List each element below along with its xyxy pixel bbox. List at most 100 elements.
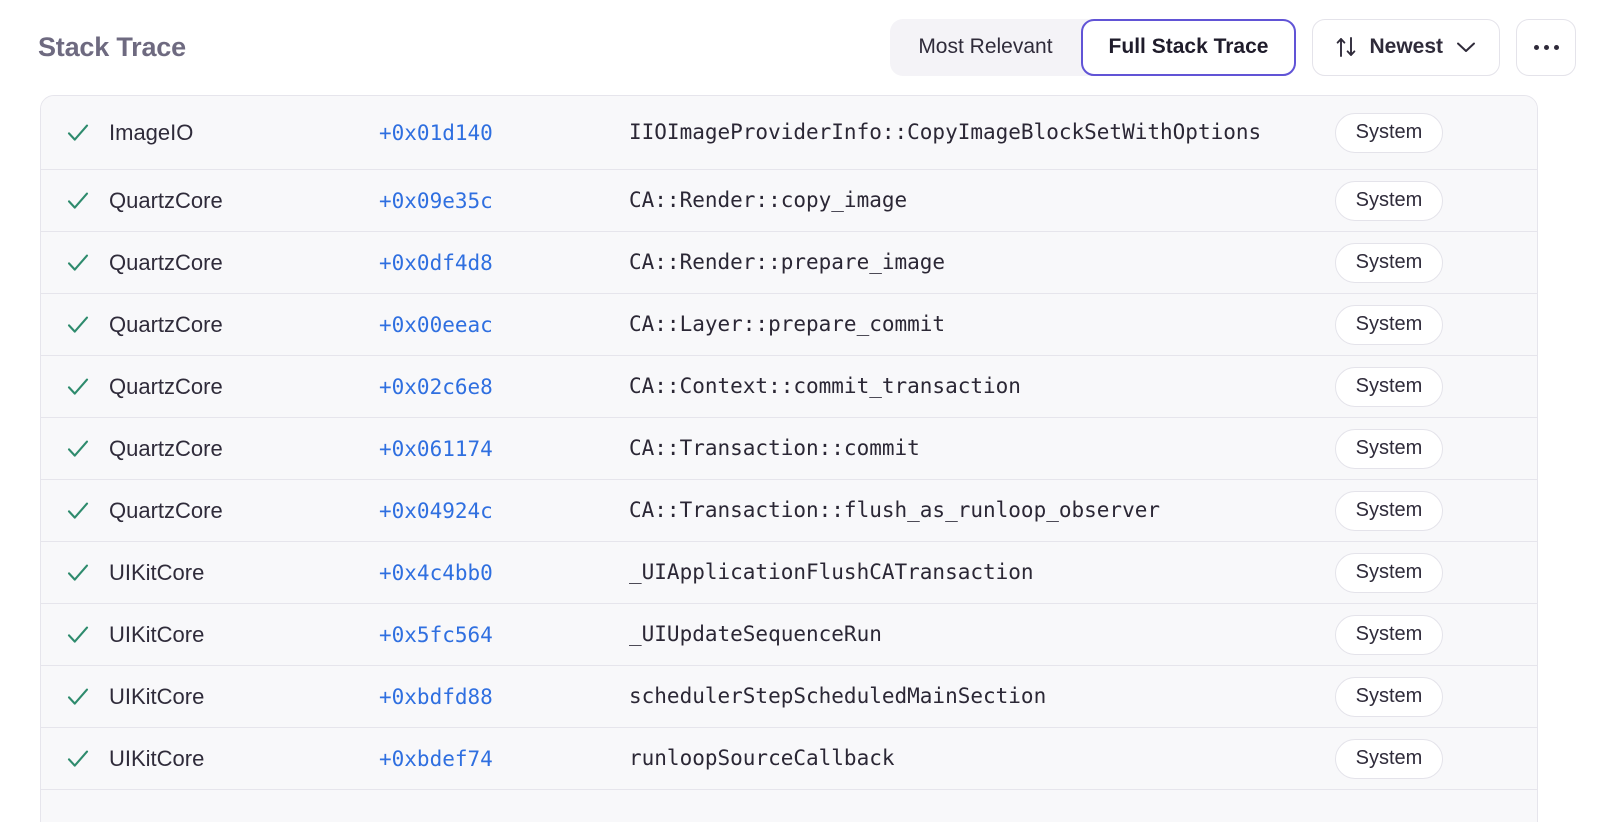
frame-symbol: CA::Transaction::commit	[629, 435, 920, 460]
frame-symbol: IIOImageProviderInfo::CopyImageBlockSetW…	[629, 119, 1262, 144]
check-icon	[65, 312, 91, 338]
frame-symbol: CA::Transaction::flush_as_runloop_observ…	[629, 497, 1161, 522]
sort-button[interactable]: Newest	[1312, 18, 1500, 76]
frame-module: QuartzCore	[109, 187, 223, 213]
frame-offset[interactable]: +0xbdef74	[379, 746, 493, 771]
status-badge: System	[1334, 738, 1444, 779]
frame-module: QuartzCore	[109, 497, 223, 523]
frame-offset[interactable]: +0x4c4bb0	[379, 560, 493, 585]
frame-offset[interactable]: +0x00eeac	[379, 312, 493, 337]
frame-status	[41, 436, 109, 462]
stack-frame-row[interactable]: UIKitCore +0x4c4bb0 _UIApplicationFlushCAT…	[41, 542, 1537, 604]
check-icon	[65, 498, 91, 524]
frame-offset[interactable]: +0xbdfd88	[379, 684, 493, 709]
stack-frames-list: ImageIO +0x01d140 IIOImageProviderInfo::Co…	[40, 95, 1538, 822]
page-title: Stack Trace	[38, 31, 186, 62]
frame-module: QuartzCore	[109, 249, 223, 275]
view-mode-segmented-control[interactable]: Most Relevant Full Stack Trace	[890, 18, 1297, 76]
sort-arrows-icon	[1335, 35, 1357, 59]
status-badge: System	[1334, 180, 1444, 221]
stack-frame-row[interactable]: QuartzCore +0x02c6e8 CA::Context::commit_t…	[41, 356, 1537, 418]
frame-module: ImageIO	[109, 119, 194, 145]
tab-most-relevant[interactable]: Most Relevant	[918, 35, 1053, 58]
frame-status	[41, 250, 109, 276]
frame-module: UIKitCore	[109, 683, 205, 709]
frame-status	[41, 312, 109, 338]
status-badge: System	[1334, 614, 1444, 655]
frame-offset[interactable]: +0x02c6e8	[379, 374, 493, 399]
frame-offset[interactable]: +0x01d140	[379, 120, 493, 145]
frame-offset[interactable]: +0x04924c	[379, 498, 493, 523]
frame-module: UIKitCore	[109, 745, 205, 771]
frame-status	[41, 746, 109, 772]
check-icon	[65, 120, 91, 146]
frame-symbol: runloopSourceCallback	[629, 745, 895, 770]
frame-badge-cell: System	[1319, 112, 1469, 153]
header-controls: Most Relevant Full Stack Trace Newest	[890, 18, 1576, 76]
frame-badge-cell: System	[1319, 304, 1469, 345]
stack-frame-row[interactable]: UIKitCore +0xbdfd88 schedulerStepScheduled…	[41, 666, 1537, 728]
stack-frame-row[interactable]: QuartzCore +0x04924c CA::Transaction::flus…	[41, 480, 1537, 542]
check-icon	[65, 560, 91, 586]
status-badge: System	[1334, 242, 1444, 283]
sort-label: Newest	[1369, 35, 1443, 58]
ellipsis-icon-dot-3	[1553, 44, 1559, 50]
frame-offset[interactable]: +0x5fc564	[379, 622, 493, 647]
frame-offset[interactable]: +0x061174	[379, 436, 493, 461]
more-options-button[interactable]	[1516, 18, 1576, 76]
check-icon	[65, 746, 91, 772]
frame-badge-cell: System	[1319, 552, 1469, 593]
frame-module: QuartzCore	[109, 311, 223, 337]
frame-symbol: schedulerStepScheduledMainSection	[629, 683, 1047, 708]
frame-module: QuartzCore	[109, 373, 223, 399]
frame-symbol: CA::Layer::prepare_commit	[629, 311, 946, 336]
stack-frame-row[interactable]: ImageIO +0x01d140 IIOImageProviderInfo::Co…	[41, 96, 1537, 170]
frame-status	[41, 560, 109, 586]
status-badge: System	[1334, 676, 1444, 717]
frame-module: UIKitCore	[109, 621, 205, 647]
frame-symbol: CA::Render::copy_image	[629, 187, 908, 212]
check-icon	[65, 622, 91, 648]
tab-full-stack-trace[interactable]: Full Stack Trace	[1080, 18, 1297, 76]
stack-frame-row[interactable]: QuartzCore +0x061174 CA::Transaction::comm…	[41, 418, 1537, 480]
frame-symbol: CA::Context::commit_transaction	[629, 373, 1021, 398]
frame-badge-cell: System	[1319, 614, 1469, 655]
frame-symbol: _UIApplicationFlushCATransaction	[629, 559, 1034, 584]
stack-frame-row[interactable]: QuartzCore +0x00eeac CA::Layer::prepare_co…	[41, 294, 1537, 356]
frame-status	[41, 374, 109, 400]
frame-status	[41, 188, 109, 214]
check-icon	[65, 436, 91, 462]
frame-badge-cell: System	[1319, 242, 1469, 283]
frame-badge-cell: System	[1319, 490, 1469, 531]
check-icon	[65, 684, 91, 710]
status-badge: System	[1334, 366, 1444, 407]
ellipsis-icon-dot-2	[1543, 44, 1549, 50]
frame-badge-cell: System	[1319, 428, 1469, 469]
frame-module: QuartzCore	[109, 435, 223, 461]
frame-symbol: _UIUpdateSequenceRun	[629, 621, 882, 646]
frame-status	[41, 684, 109, 710]
frame-offset[interactable]: +0x0df4d8	[379, 250, 493, 275]
ellipsis-icon	[1533, 44, 1539, 50]
frame-badge-cell: System	[1319, 738, 1469, 779]
status-badge: System	[1334, 428, 1444, 469]
status-badge: System	[1334, 490, 1444, 531]
stack-frame-row[interactable]: QuartzCore +0x09e35c CA::Render::copy_imag…	[41, 170, 1537, 232]
stack-frame-row[interactable]: UIKitCore +0x5fc564 _UIUpdateSequenceRun Sy…	[41, 604, 1537, 666]
frame-status	[41, 498, 109, 524]
frame-module: UIKitCore	[109, 559, 205, 585]
frame-offset[interactable]: +0x09e35c	[379, 188, 493, 213]
frame-status	[41, 120, 109, 146]
stack-trace-header: Stack Trace Most Relevant Full Stack Tra…	[0, 0, 1614, 94]
stack-frame-row[interactable]: UIKitCore +0xbdef74 runloopSourceCallback S…	[41, 728, 1537, 790]
frame-status	[41, 622, 109, 648]
frame-badge-cell: System	[1319, 180, 1469, 221]
status-badge: System	[1334, 552, 1444, 593]
check-icon	[65, 374, 91, 400]
frame-badge-cell: System	[1319, 366, 1469, 407]
check-icon	[65, 188, 91, 214]
chevron-down-icon	[1455, 40, 1477, 54]
status-badge: System	[1334, 304, 1444, 345]
frame-badge-cell: System	[1319, 676, 1469, 717]
